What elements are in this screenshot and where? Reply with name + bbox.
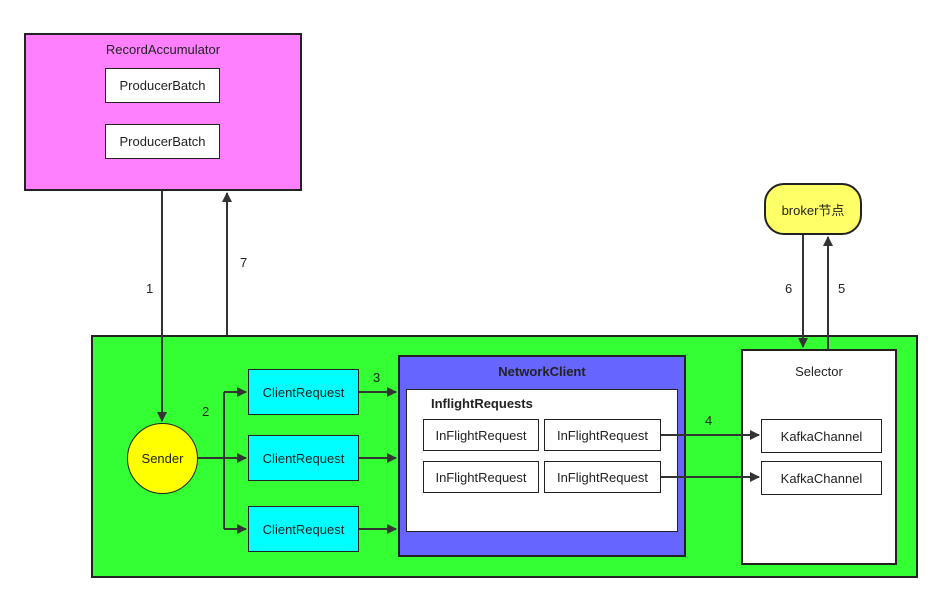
inflight-request-4: InFlightRequest [544, 461, 661, 493]
inflight-request-2: InFlightRequest [544, 419, 661, 451]
network-client-title: NetworkClient [498, 364, 586, 379]
broker-node: broker节点 [764, 183, 862, 235]
step-label-4: 4 [705, 413, 713, 428]
kafka-channel-2: KafkaChannel [761, 461, 882, 495]
step-label-7: 7 [240, 255, 248, 270]
step-label-6: 6 [785, 281, 793, 296]
client-request-3: ClientRequest [248, 506, 359, 552]
inflight-request-1: InFlightRequest [423, 419, 539, 451]
selector-title: Selector [795, 364, 843, 379]
record-accumulator-title: RecordAccumulator [105, 42, 221, 57]
step-label-2: 2 [202, 404, 210, 419]
selector [741, 349, 897, 565]
step-label-5: 5 [838, 281, 846, 296]
inflight-requests-title: InflightRequests [431, 396, 533, 411]
sender-node: Sender [127, 423, 198, 494]
client-request-1: ClientRequest [248, 369, 359, 415]
inflight-requests-panel [406, 389, 678, 532]
kafka-channel-1: KafkaChannel [761, 419, 882, 453]
producer-batch-1: ProducerBatch [105, 68, 220, 103]
producer-batch-2: ProducerBatch [105, 124, 220, 159]
step-label-1: 1 [146, 281, 154, 296]
inflight-request-3: InFlightRequest [423, 461, 539, 493]
step-label-3: 3 [373, 370, 381, 385]
client-request-2: ClientRequest [248, 435, 359, 481]
record-accumulator [24, 33, 302, 191]
